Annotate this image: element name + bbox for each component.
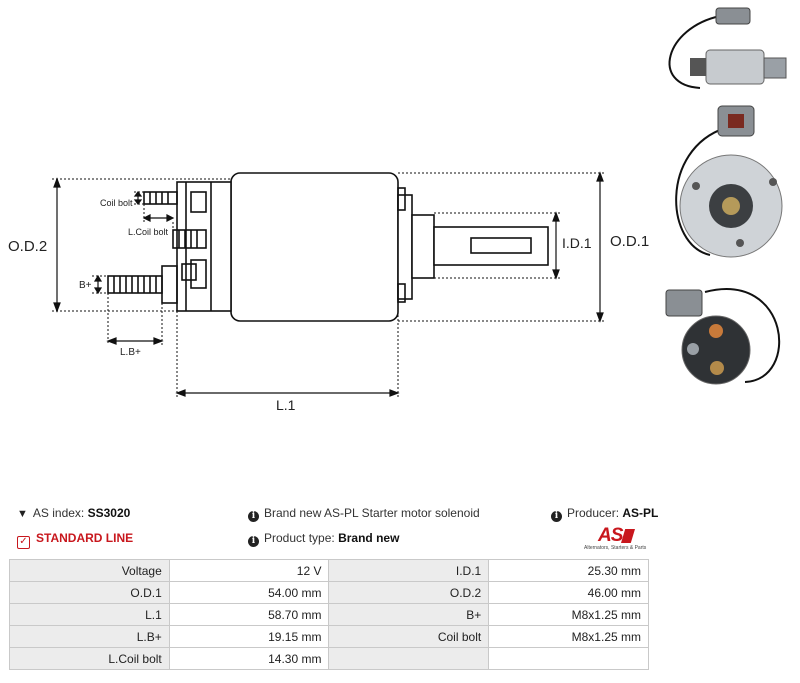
table-row: L.Coil bolt 14.30 mm xyxy=(9,647,649,670)
od2-label: O.D.2 xyxy=(8,238,47,255)
spec-label xyxy=(328,647,490,670)
product-photo-front xyxy=(675,105,783,258)
table-row: Voltage 12 V I.D.1 25.30 mm xyxy=(9,559,649,582)
l-coil-bolt-label: L.Coil bolt xyxy=(128,227,169,237)
info-icon: i xyxy=(248,536,259,547)
lb-plus-label: L.B+ xyxy=(120,347,141,358)
spec-value: 54.00 mm xyxy=(168,581,330,604)
spec-label: B+ xyxy=(328,603,490,626)
solenoid-technical-drawing: O.D.2 O.D.1 I.D.1 L.1 L.B+ B+ Coil bolt … xyxy=(8,7,787,413)
tag-icon: ▼ xyxy=(17,508,28,520)
spec-value: 14.30 mm xyxy=(168,647,330,670)
spec-value: 58.70 mm xyxy=(168,603,330,626)
product-photo-side xyxy=(668,7,787,89)
as-index: ▼AS index: SS3020 xyxy=(17,506,131,520)
spec-value: 19.15 mm xyxy=(168,625,330,648)
spec-value: M8x1.25 mm xyxy=(488,625,649,648)
as-index-value: SS3020 xyxy=(87,506,131,520)
table-row: O.D.1 54.00 mm O.D.2 46.00 mm xyxy=(9,581,649,604)
logo-bar xyxy=(621,529,635,543)
od1-label: O.D.1 xyxy=(610,233,649,250)
spec-label: Voltage xyxy=(9,559,170,582)
l1-label: L.1 xyxy=(276,397,296,413)
as-pl-logo: AS Alternators, Starters & Parts xyxy=(584,525,654,555)
spec-table: Voltage 12 V I.D.1 25.30 mm O.D.1 54.00 … xyxy=(9,559,649,670)
spec-label: I.D.1 xyxy=(328,559,490,582)
info-icon: i xyxy=(551,511,562,522)
product-type-value: Brand new xyxy=(338,531,400,545)
standard-line: ✓STANDARD LINE xyxy=(17,531,133,549)
info-icon: i xyxy=(248,511,259,522)
spec-label: Coil bolt xyxy=(328,625,490,648)
spec-label: L.1 xyxy=(9,603,170,626)
logo-subtitle: Alternators, Starters & Parts xyxy=(584,545,647,551)
product-photo-terminals xyxy=(665,288,781,385)
spec-value: 25.30 mm xyxy=(488,559,649,582)
spec-label: O.D.1 xyxy=(9,581,170,604)
producer-value: AS-PL xyxy=(622,506,659,520)
spec-label: O.D.2 xyxy=(328,581,490,604)
table-row: L.B+ 19.15 mm Coil bolt M8x1.25 mm xyxy=(9,625,649,648)
check-icon: ✓ xyxy=(17,536,30,549)
spec-value xyxy=(488,647,649,670)
logo-mark: AS xyxy=(598,525,623,546)
table-row: L.1 58.70 mm B+ M8x1.25 mm xyxy=(9,603,649,626)
spec-value: M8x1.25 mm xyxy=(488,603,649,626)
b-plus-label: B+ xyxy=(79,280,92,291)
spec-value: 12 V xyxy=(168,559,330,582)
spec-label: L.B+ xyxy=(9,625,170,648)
id1-label: I.D.1 xyxy=(562,235,592,251)
spec-value: 46.00 mm xyxy=(488,581,649,604)
spec-label: L.Coil bolt xyxy=(9,647,170,670)
coil-bolt-label: Coil bolt xyxy=(100,198,133,208)
